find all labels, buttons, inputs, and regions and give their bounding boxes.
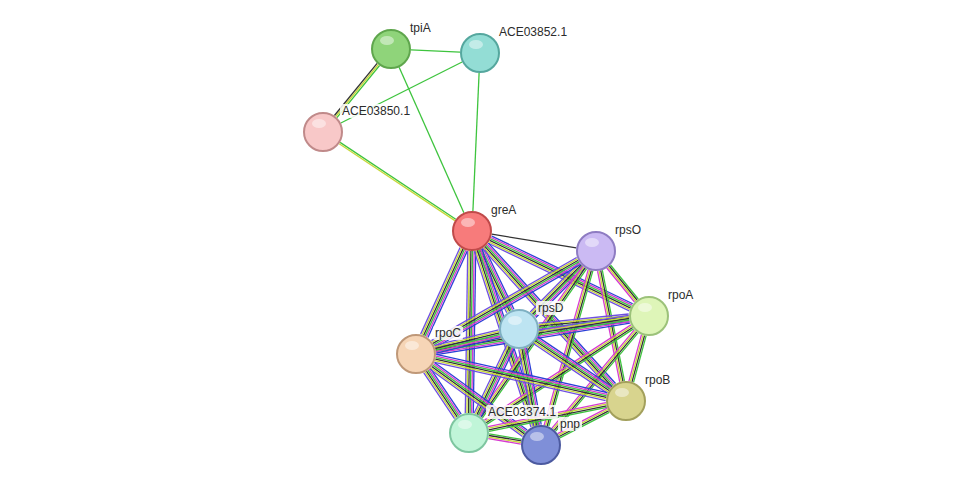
node-label: rpsD xyxy=(536,301,565,315)
evidence-strand xyxy=(421,248,460,335)
interaction-edge xyxy=(435,354,608,400)
node-highlight xyxy=(615,388,629,397)
node-highlight xyxy=(508,316,522,325)
interaction-edge xyxy=(339,142,456,220)
evidence-strand xyxy=(610,265,638,299)
node-label: rpsO xyxy=(613,223,643,237)
node-highlight xyxy=(469,40,483,49)
evidence-strand xyxy=(607,268,635,302)
evidence-strand xyxy=(428,251,467,338)
evidence-strand xyxy=(609,266,637,300)
node-highlight xyxy=(638,303,652,312)
node-label: ACE03850.1 xyxy=(340,104,412,118)
evidence-strand xyxy=(535,341,609,391)
evidence-strand xyxy=(341,62,462,123)
evidence-strand xyxy=(422,248,461,335)
protein-node: greA xyxy=(452,211,492,251)
evidence-strand xyxy=(537,338,611,388)
node-label: tpiA xyxy=(408,21,433,35)
node-label: rpoA xyxy=(666,288,695,302)
evidence-strand xyxy=(608,267,636,301)
node-label: greA xyxy=(489,203,518,217)
node-highlight xyxy=(458,420,472,429)
evidence-strand xyxy=(340,142,456,219)
evidence-strand xyxy=(435,361,606,399)
node-label: ACE03374.1 xyxy=(486,405,558,419)
node-highlight xyxy=(312,119,326,128)
interaction-edge xyxy=(411,50,460,52)
node-label: pnp xyxy=(558,417,582,431)
evidence-strand xyxy=(339,144,455,221)
interaction-edge xyxy=(341,62,462,123)
evidence-strand xyxy=(536,340,610,390)
evidence-strand xyxy=(411,50,460,52)
protein-node: ACE03852.1 xyxy=(460,33,500,73)
evidence-strand xyxy=(473,73,479,211)
interaction-edge xyxy=(558,408,610,438)
node-highlight xyxy=(530,432,544,441)
protein-node: rpoA xyxy=(629,296,669,336)
protein-node: ACE03850.1 xyxy=(303,112,343,152)
node-highlight xyxy=(405,341,419,350)
interaction-edge xyxy=(488,434,521,444)
node-highlight xyxy=(461,218,475,227)
node-highlight xyxy=(380,36,394,45)
protein-node: rpsD xyxy=(499,309,539,349)
evidence-strand xyxy=(558,408,607,434)
protein-node: ACE03374.1 xyxy=(449,413,489,453)
evidence-strand xyxy=(488,439,521,444)
node-label: rpoB xyxy=(643,373,672,387)
protein-node: rpoC xyxy=(396,334,436,374)
node-highlight xyxy=(585,238,599,247)
evidence-strand xyxy=(630,335,643,381)
protein-node: pnp xyxy=(521,425,561,465)
node-label: rpoC xyxy=(433,326,463,340)
evidence-strand xyxy=(558,409,607,435)
interaction-edge xyxy=(607,265,638,302)
evidence-strand xyxy=(424,249,463,336)
interaction-edge xyxy=(473,73,479,211)
evidence-strand xyxy=(425,250,464,337)
protein-node: rpoB xyxy=(606,381,646,421)
protein-node: tpiA xyxy=(371,29,411,69)
protein-node: rpsO xyxy=(576,231,616,271)
node-label: ACE03852.1 xyxy=(497,25,569,39)
